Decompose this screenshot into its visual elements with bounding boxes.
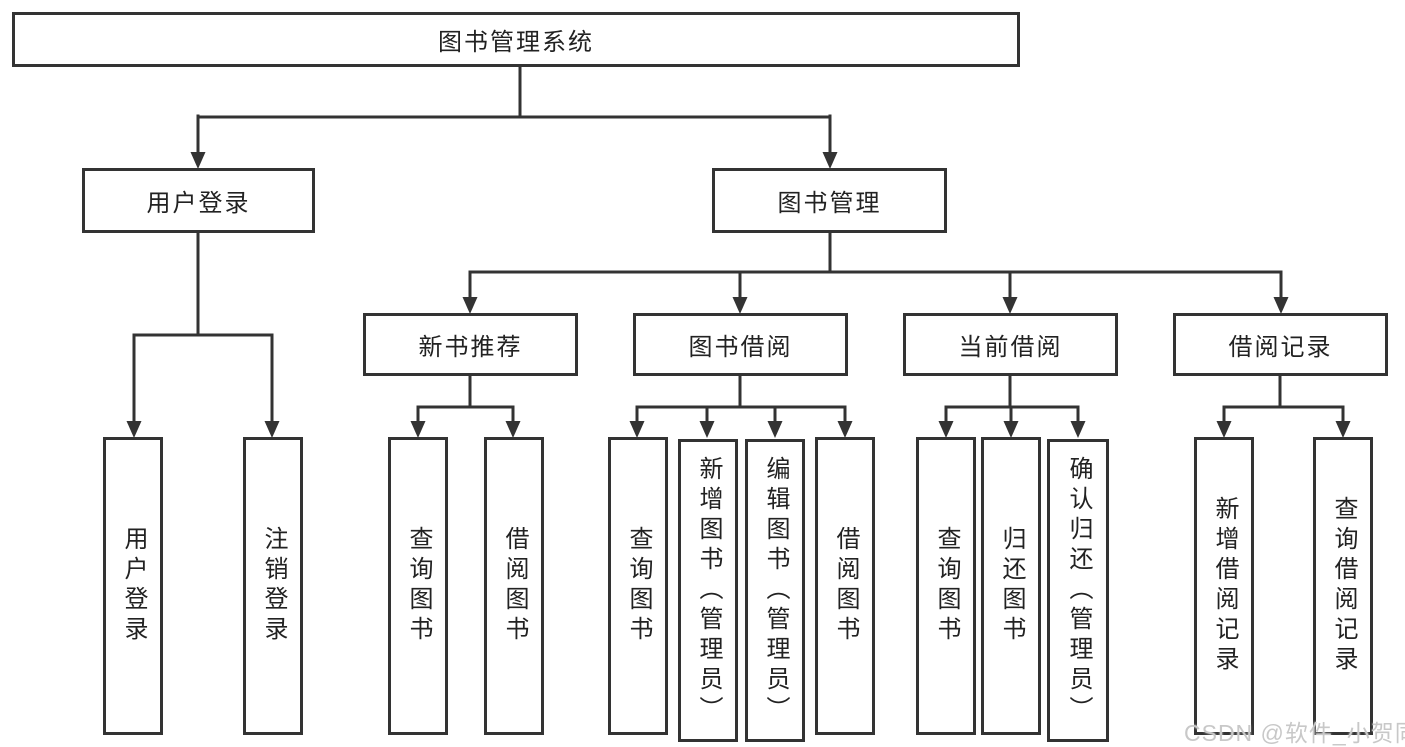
leaf-borrow-books-1: 借阅图书 (484, 437, 544, 735)
arrow-down (1070, 421, 1086, 438)
arrow-down (1002, 297, 1018, 314)
arrow-down (462, 297, 478, 314)
node-new-book-label: 新书推荐 (418, 334, 523, 361)
arrow-down (1003, 421, 1019, 438)
leaf-return-books: 归还图书 (981, 437, 1041, 735)
leaf-label: 借阅图书 (501, 526, 528, 646)
node-root-label: 图书管理系统 (438, 29, 594, 56)
leaf-label: 借阅图书 (832, 526, 859, 646)
leaf-query-books-2: 查询图书 (608, 437, 668, 735)
arrow-down (822, 152, 838, 169)
leaf-label: 查询图书 (933, 526, 960, 646)
leaf-label: 新增图书（管理员） (695, 455, 722, 726)
arrow-down (699, 421, 715, 438)
leaf-label: 新增借阅记录 (1211, 496, 1238, 676)
arrow-down (505, 421, 521, 438)
watermark-text: CSDN @软件_小贺同学 (1184, 720, 1405, 746)
node-root: 图书管理系统 (12, 12, 1020, 67)
leaf-label: 查询图书 (405, 526, 432, 646)
leaf-query-books-1: 查询图书 (388, 437, 448, 735)
arrow-down (1216, 421, 1232, 438)
leaf-query-borrow-record: 查询借阅记录 (1313, 437, 1373, 735)
arrow-down (938, 421, 954, 438)
node-book-borrow-label: 图书借阅 (688, 334, 793, 361)
leaf-borrow-books-2: 借阅图书 (815, 437, 875, 735)
node-book-borrow: 图书借阅 (633, 313, 848, 376)
node-book-management-label: 图书管理 (777, 190, 882, 217)
arrow-down (837, 421, 853, 438)
branch-borrow-records (1216, 373, 1351, 438)
node-new-book: 新书推荐 (363, 313, 578, 376)
branch-book-management (462, 230, 1289, 314)
node-user-login: 用户登录 (82, 168, 315, 233)
branch-book-borrow (629, 373, 853, 438)
arrow-down (264, 421, 280, 438)
branch-user-login (126, 230, 280, 438)
leaf-query-books-3: 查询图书 (916, 437, 976, 735)
node-current-borrow-label: 当前借阅 (958, 334, 1063, 361)
node-book-management: 图书管理 (712, 168, 947, 233)
arrow-down (1335, 421, 1351, 438)
arrow-down (732, 297, 748, 314)
leaf-logout: 注销登录 (243, 437, 303, 735)
leaf-label: 用户登录 (120, 526, 147, 646)
arrow-down (410, 421, 426, 438)
node-borrow-records: 借阅记录 (1173, 313, 1388, 376)
arrow-down (126, 421, 142, 438)
branch-new-book (410, 373, 521, 438)
leaf-confirm-return-admin: 确认归还（管理员） (1047, 439, 1109, 742)
leaf-label: 查询图书 (625, 526, 652, 646)
branch-root (190, 64, 838, 169)
node-current-borrow: 当前借阅 (903, 313, 1118, 376)
arrow-down (1273, 297, 1289, 314)
arrow-down (629, 421, 645, 438)
leaf-label: 归还图书 (998, 526, 1025, 646)
leaf-label: 编辑图书（管理员） (762, 455, 789, 726)
leaf-add-borrow-record: 新增借阅记录 (1194, 437, 1254, 735)
node-user-login-label: 用户登录 (146, 190, 251, 217)
arrow-down (767, 421, 783, 438)
leaf-label: 注销登录 (260, 526, 287, 646)
leaf-user-login: 用户登录 (103, 437, 163, 735)
leaf-edit-books-admin: 编辑图书（管理员） (745, 439, 805, 742)
leaf-label: 查询借阅记录 (1330, 496, 1357, 676)
leaf-add-books-admin: 新增图书（管理员） (678, 439, 738, 742)
arrow-down (190, 152, 206, 169)
leaf-label: 确认归还（管理员） (1065, 455, 1092, 726)
branch-current-borrow (938, 373, 1086, 438)
node-borrow-records-label: 借阅记录 (1228, 334, 1333, 361)
